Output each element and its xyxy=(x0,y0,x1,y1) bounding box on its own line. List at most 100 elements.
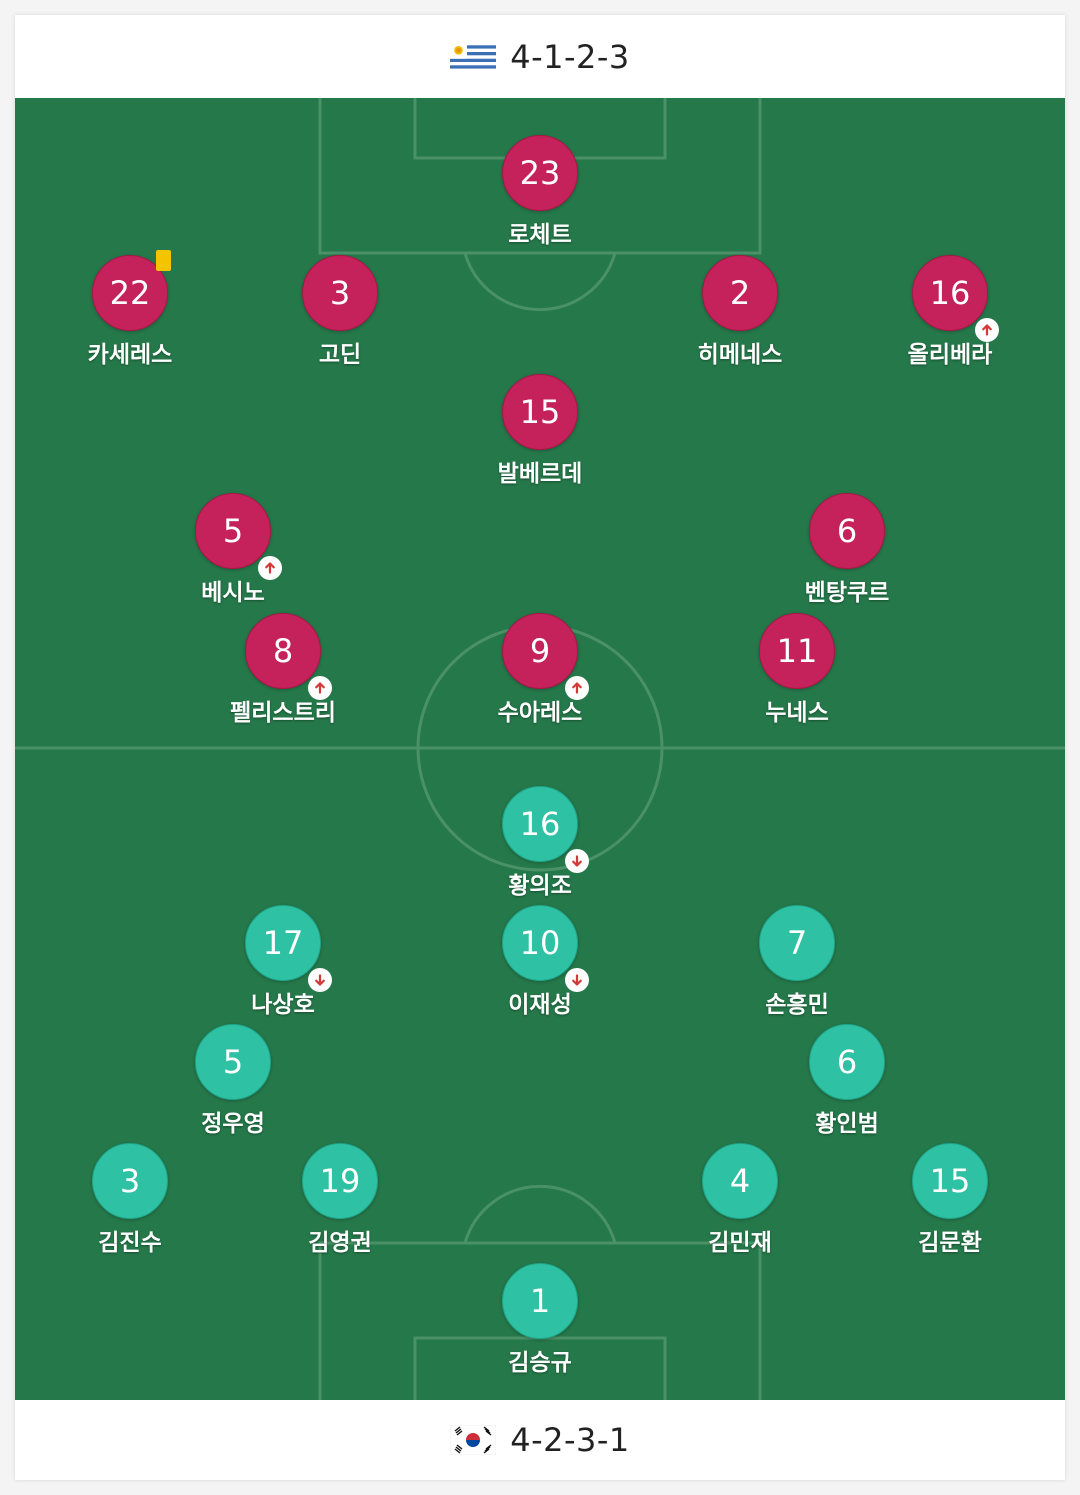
home-player-22[interactable]: 22 카세레스 xyxy=(40,250,220,369)
player-number: 3 xyxy=(119,1162,141,1200)
player-name: 김진수 xyxy=(98,1230,162,1256)
player-name: 누네스 xyxy=(765,700,829,726)
away-player-4[interactable]: 4 김민재 xyxy=(650,1143,830,1257)
player-number: 10 xyxy=(519,924,561,962)
player-number-badge: 5 xyxy=(195,493,282,580)
player-number-badge: 9 xyxy=(502,613,589,700)
pitch-lines xyxy=(15,98,1065,1400)
sub-out-arrow-icon xyxy=(565,968,589,992)
player-number: 15 xyxy=(929,1162,971,1200)
player-number-badge: 7 xyxy=(759,905,835,981)
player-number-badge: 8 xyxy=(245,613,332,700)
player-number: 16 xyxy=(519,805,561,843)
player-number: 3 xyxy=(329,274,351,312)
yellow-card-icon xyxy=(156,250,171,271)
sub-in-arrow-icon xyxy=(565,676,589,700)
south-korea-flag-icon xyxy=(450,1425,497,1455)
home-team-header: 4-1-2-3 xyxy=(15,15,1065,98)
player-number: 22 xyxy=(109,274,151,312)
away-player-16[interactable]: 16 황의조 xyxy=(450,786,630,900)
player-name: 카세레스 xyxy=(87,342,173,368)
player-name: 김영권 xyxy=(308,1230,372,1256)
player-number-badge: 6 xyxy=(809,1024,885,1100)
away-team-header: 4-2-3-1 xyxy=(15,1400,1065,1480)
player-number: 19 xyxy=(319,1162,361,1200)
player-number: 2 xyxy=(729,274,751,312)
home-player-23[interactable]: 23 로체트 xyxy=(450,135,630,249)
player-number-badge: 3 xyxy=(92,1143,168,1219)
sub-in-arrow-icon xyxy=(258,556,282,580)
sub-out-arrow-icon xyxy=(565,849,589,873)
away-player-6[interactable]: 6 황인범 xyxy=(757,1024,937,1138)
away-player-15[interactable]: 15 김문환 xyxy=(860,1143,1040,1257)
sub-out-arrow-icon xyxy=(308,968,332,992)
player-name: 고딘 xyxy=(318,342,362,368)
player-number-badge: 17 xyxy=(245,905,332,992)
player-number-badge: 23 xyxy=(502,135,578,211)
home-player-16[interactable]: 16 올리베라 xyxy=(860,255,1040,369)
player-name: 올리베라 xyxy=(907,342,993,368)
away-player-19[interactable]: 19 김영권 xyxy=(250,1143,430,1257)
player-name: 이재성 xyxy=(508,992,572,1018)
player-number: 15 xyxy=(519,393,561,431)
away-player-5[interactable]: 5 정우영 xyxy=(143,1024,323,1138)
player-name: 베시노 xyxy=(201,580,265,606)
home-player-9[interactable]: 9 수아레스 xyxy=(450,613,630,727)
home-player-2[interactable]: 2 히메네스 xyxy=(650,255,830,369)
player-number-badge: 3 xyxy=(302,255,378,331)
home-player-6[interactable]: 6 벤탕쿠르 xyxy=(757,493,937,607)
home-formation: 4-1-2-3 xyxy=(510,37,630,76)
player-name: 벤탕쿠르 xyxy=(804,580,890,606)
home-player-3[interactable]: 3 고딘 xyxy=(250,255,430,369)
player-number: 9 xyxy=(529,632,551,670)
player-number: 6 xyxy=(836,512,858,550)
player-number: 17 xyxy=(262,924,304,962)
home-player-8[interactable]: 8 펠리스트리 xyxy=(193,613,373,727)
player-number: 11 xyxy=(776,632,818,670)
player-number: 8 xyxy=(272,632,294,670)
home-player-15[interactable]: 15 발베르데 xyxy=(450,374,630,488)
player-name: 로체트 xyxy=(508,222,572,248)
player-number: 5 xyxy=(222,1043,244,1081)
player-number-badge: 5 xyxy=(195,1024,271,1100)
away-player-17[interactable]: 17 나상호 xyxy=(193,905,373,1019)
player-number-badge: 16 xyxy=(502,786,589,873)
player-number: 23 xyxy=(519,154,561,192)
player-name: 김민재 xyxy=(708,1230,772,1256)
away-player-7[interactable]: 7 손흥민 xyxy=(707,905,887,1019)
uruguay-flag-icon xyxy=(450,41,497,72)
player-number-badge: 15 xyxy=(502,374,578,450)
player-number: 16 xyxy=(929,274,971,312)
player-name: 김문환 xyxy=(918,1230,982,1256)
player-name: 황의조 xyxy=(508,873,572,899)
player-number-badge: 16 xyxy=(912,255,999,342)
away-formation: 4-2-3-1 xyxy=(510,1421,630,1459)
sub-in-arrow-icon xyxy=(308,676,332,700)
player-name: 히메네스 xyxy=(697,342,783,368)
away-player-10[interactable]: 10 이재성 xyxy=(450,905,630,1019)
player-name: 손흥민 xyxy=(765,992,829,1018)
player-number: 1 xyxy=(529,1282,551,1320)
player-name: 정우영 xyxy=(201,1111,265,1137)
player-number-badge: 4 xyxy=(702,1143,778,1219)
player-name: 수아레스 xyxy=(497,700,583,726)
away-player-3[interactable]: 3 김진수 xyxy=(40,1143,220,1257)
player-number-badge: 19 xyxy=(302,1143,378,1219)
player-number-badge: 10 xyxy=(502,905,589,992)
player-number-badge: 11 xyxy=(759,613,835,689)
home-player-11[interactable]: 11 누네스 xyxy=(707,613,887,727)
player-number-badge: 22 xyxy=(92,250,171,331)
player-name: 발베르데 xyxy=(497,461,583,487)
player-name: 나상호 xyxy=(251,992,315,1018)
player-number-badge: 2 xyxy=(702,255,778,331)
player-name: 펠리스트리 xyxy=(230,700,336,726)
player-number-badge: 15 xyxy=(912,1143,988,1219)
player-number: 6 xyxy=(836,1043,858,1081)
player-name: 황인범 xyxy=(815,1111,879,1137)
sub-in-arrow-icon xyxy=(975,318,999,342)
player-number-badge: 6 xyxy=(809,493,885,569)
